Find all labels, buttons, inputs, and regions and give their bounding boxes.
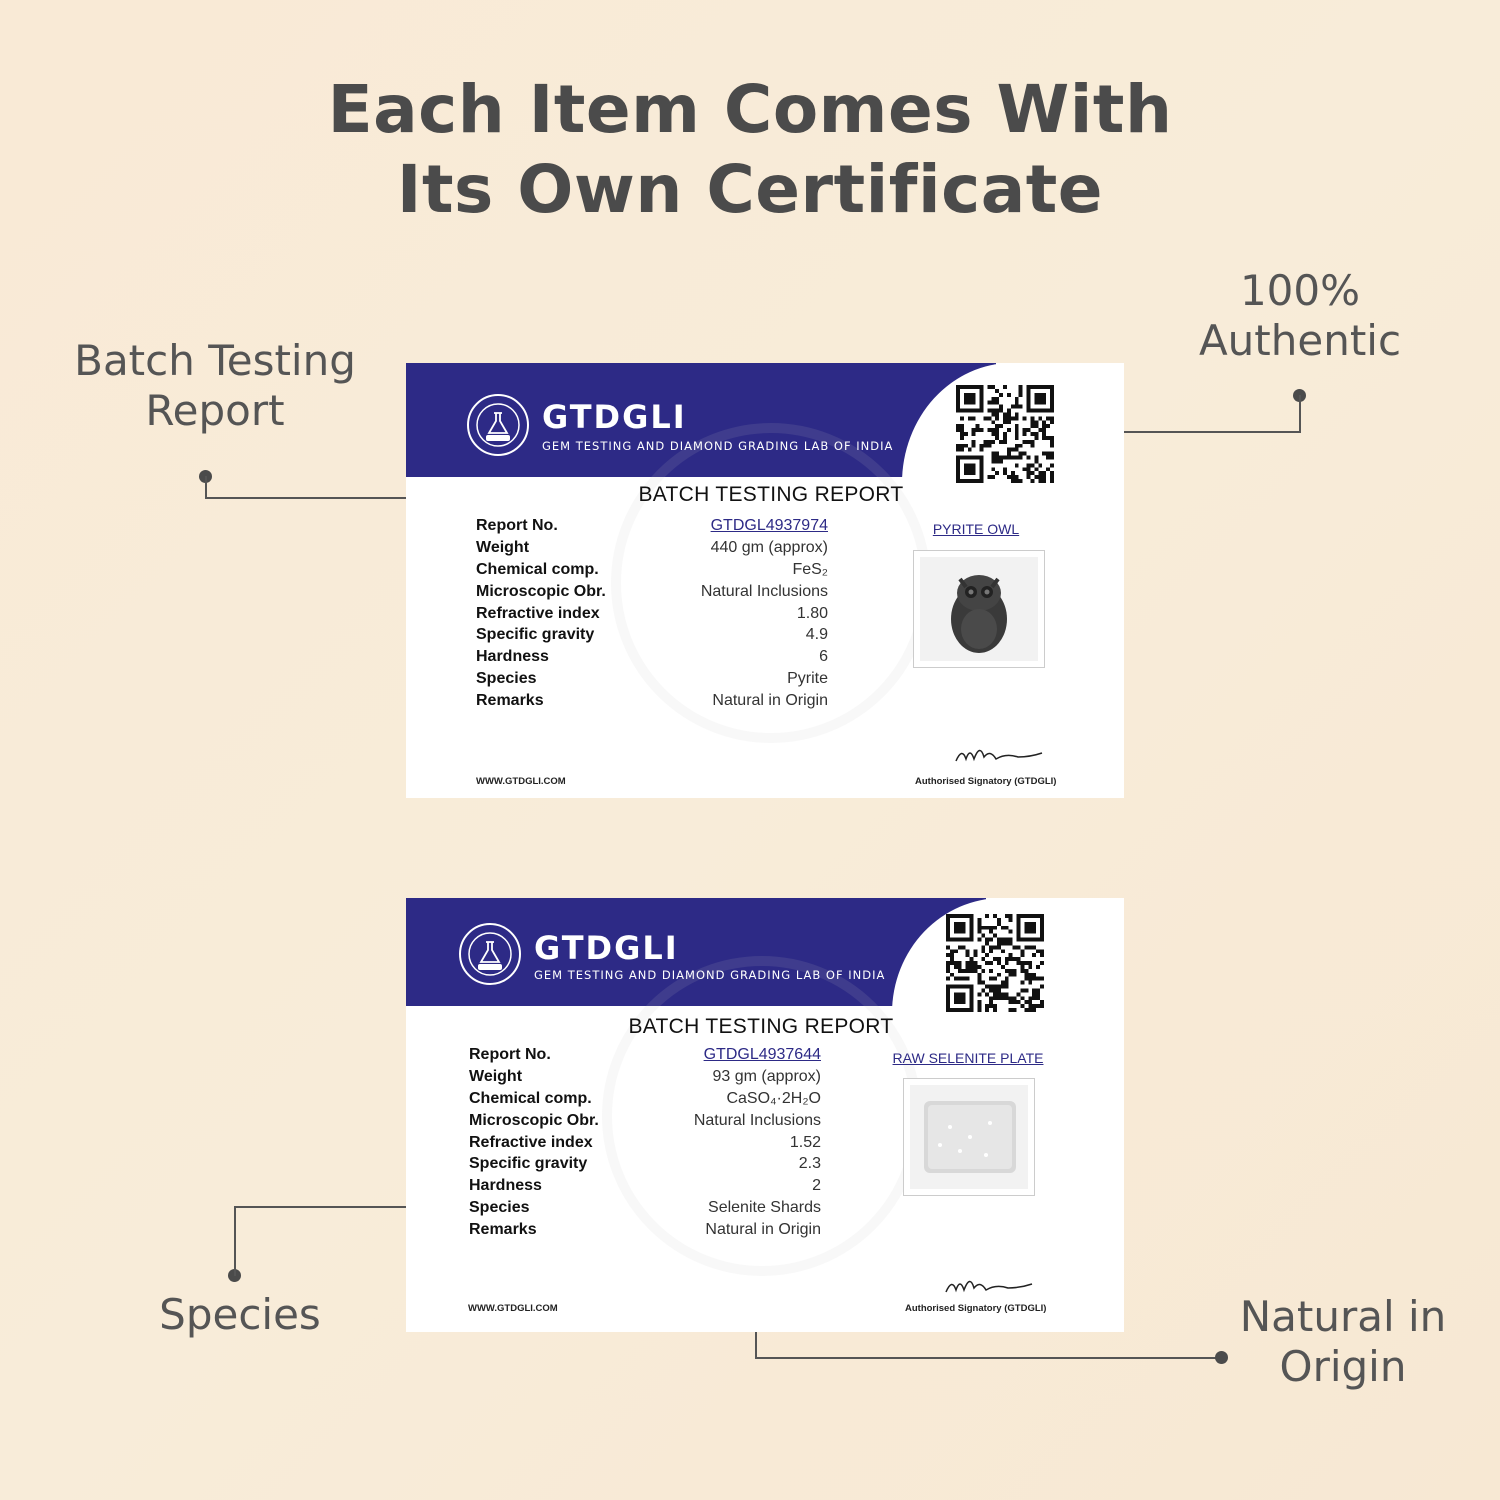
value: 440 gm (approx) — [710, 538, 828, 556]
item-name-link[interactable]: RAW SELENITE PLATE — [892, 1050, 1044, 1066]
value: Natural Inclusions — [693, 1111, 821, 1129]
callout-batch-line-1: Batch Testing — [74, 336, 356, 385]
report-number-link[interactable]: GTDGL4937974 — [710, 517, 828, 534]
signature-icon — [945, 1280, 1033, 1293]
certificate-raw-selenite-plate: GTDGLI GEM TESTING AND DIAMOND GRADING L… — [406, 898, 1124, 1332]
value: 93 gm (approx) — [712, 1067, 822, 1085]
label: Report No. — [469, 1046, 551, 1063]
row-remarks: Remarks Natural in Origin — [469, 1219, 821, 1241]
page-headline: Each Item Comes With Its Own Certificate — [0, 70, 1500, 230]
callout-natural-line-1: Natural in — [1239, 1292, 1447, 1341]
report-title: BATCH TESTING REPORT — [638, 483, 904, 506]
label: Specific gravity — [469, 1155, 588, 1173]
gtdgli-seal-icon — [459, 923, 521, 985]
value: 4.9 — [805, 626, 828, 644]
label: Microscopic Obr. — [476, 582, 606, 600]
brand-subtitle: GEM TESTING AND DIAMOND GRADING LAB OF I… — [534, 968, 886, 982]
brand-subtitle: GEM TESTING AND DIAMOND GRADING LAB OF I… — [542, 439, 894, 453]
callout-batch-testing-report: Batch Testing Report — [60, 336, 370, 436]
headline-line-1: Each Item Comes With — [327, 71, 1173, 148]
label: Hardness — [476, 648, 549, 666]
label: Remarks — [476, 692, 544, 710]
row-weight: Weight 440 gm (approx) — [476, 537, 828, 559]
row-microscopic: Microscopic Obr. Natural Inclusions — [476, 581, 828, 603]
row-microscopic: Microscopic Obr. Natural Inclusions — [469, 1110, 821, 1132]
value: 1.52 — [789, 1133, 821, 1151]
value: CaSO₄·2H₂O — [726, 1089, 821, 1107]
row-specific-gravity: Specific gravity 4.9 — [476, 624, 828, 646]
brand-name: GTDGLI — [534, 929, 679, 967]
report-details: Report No. GTDGL4937644 Weight 93 gm (appr… — [469, 1044, 821, 1241]
value: Natural in Origin — [712, 692, 828, 710]
value: 6 — [819, 648, 828, 666]
callout-natural-line-2: Origin — [1279, 1342, 1407, 1391]
row-hardness: Hardness 2 — [469, 1175, 821, 1197]
row-hardness: Hardness 6 — [476, 646, 828, 668]
callout-authentic-line-2: Authentic — [1198, 316, 1402, 365]
label: Refractive index — [469, 1133, 593, 1151]
value: 2.3 — [798, 1155, 821, 1173]
label: Refractive index — [476, 604, 600, 622]
gtdgli-seal-icon — [467, 394, 529, 456]
label: Hardness — [469, 1177, 542, 1195]
row-report-no: Report No. GTDGL4937644 — [469, 1044, 821, 1066]
selenite-plate-image — [910, 1085, 1028, 1189]
certificate-pyrite-owl: GTDGLI GEM TESTING AND DIAMOND GRADING L… — [406, 363, 1124, 798]
label: Chemical comp. — [476, 560, 599, 578]
row-specific-gravity: Specific gravity 2.3 — [469, 1153, 821, 1175]
value: 1.80 — [796, 604, 828, 622]
pyrite-owl-image — [920, 557, 1038, 661]
website-link[interactable]: WWW.GTDGLI.COM — [476, 776, 566, 787]
label: Chemical comp. — [469, 1089, 592, 1107]
label: Weight — [476, 538, 530, 556]
website-link[interactable]: WWW.GTDGLI.COM — [468, 1303, 558, 1314]
callout-authentic: 100% Authentic — [1170, 266, 1430, 366]
callout-authentic-line-1: 100% — [1239, 266, 1361, 315]
signatory-label: Authorised Signatory (GTDGLI) — [905, 1303, 1047, 1314]
item-photo — [913, 550, 1045, 668]
signature-icon — [955, 749, 1043, 762]
value: Selenite Shards — [708, 1199, 821, 1217]
label: Weight — [469, 1067, 523, 1085]
row-report-no: Report No. GTDGL4937974 — [476, 515, 828, 537]
value: Natural Inclusions — [700, 582, 828, 600]
brand-name: GTDGLI — [542, 398, 687, 436]
report-title: BATCH TESTING REPORT — [628, 1015, 894, 1038]
item-name-link[interactable]: PYRITE OWL — [932, 521, 1020, 537]
value: Natural in Origin — [705, 1221, 821, 1239]
label: Specific gravity — [476, 626, 595, 644]
row-species: Species Pyrite — [476, 668, 828, 690]
callout-batch-line-2: Report — [145, 386, 285, 435]
value: FeS₂ — [792, 560, 828, 578]
row-refractive-index: Refractive index 1.80 — [476, 603, 828, 625]
label: Report No. — [476, 517, 558, 534]
qr-code-icon[interactable] — [946, 914, 1044, 1012]
signatory-label: Authorised Signatory (GTDGLI) — [915, 776, 1057, 787]
label: Remarks — [469, 1221, 537, 1239]
row-chemical-comp: Chemical comp. CaSO₄·2H₂O — [469, 1088, 821, 1110]
row-species: Species Selenite Shards — [469, 1197, 821, 1219]
row-refractive-index: Refractive index 1.52 — [469, 1132, 821, 1154]
item-photo — [903, 1078, 1035, 1196]
label: Species — [469, 1199, 530, 1217]
row-remarks: Remarks Natural in Origin — [476, 690, 828, 712]
row-weight: Weight 93 gm (approx) — [469, 1066, 821, 1088]
report-details: Report No. GTDGL4937974 Weight 440 gm (app… — [476, 515, 828, 712]
qr-code-icon[interactable] — [956, 385, 1054, 483]
value: 2 — [812, 1177, 821, 1195]
callout-species: Species — [159, 1290, 321, 1339]
value: Pyrite — [787, 670, 828, 688]
callout-natural-origin: Natural in Origin — [1218, 1292, 1468, 1392]
row-chemical-comp: Chemical comp. FeS₂ — [476, 559, 828, 581]
label: Microscopic Obr. — [469, 1111, 599, 1129]
headline-line-2: Its Own Certificate — [396, 151, 1104, 228]
label: Species — [476, 670, 537, 688]
report-number-link[interactable]: GTDGL4937644 — [703, 1046, 821, 1063]
